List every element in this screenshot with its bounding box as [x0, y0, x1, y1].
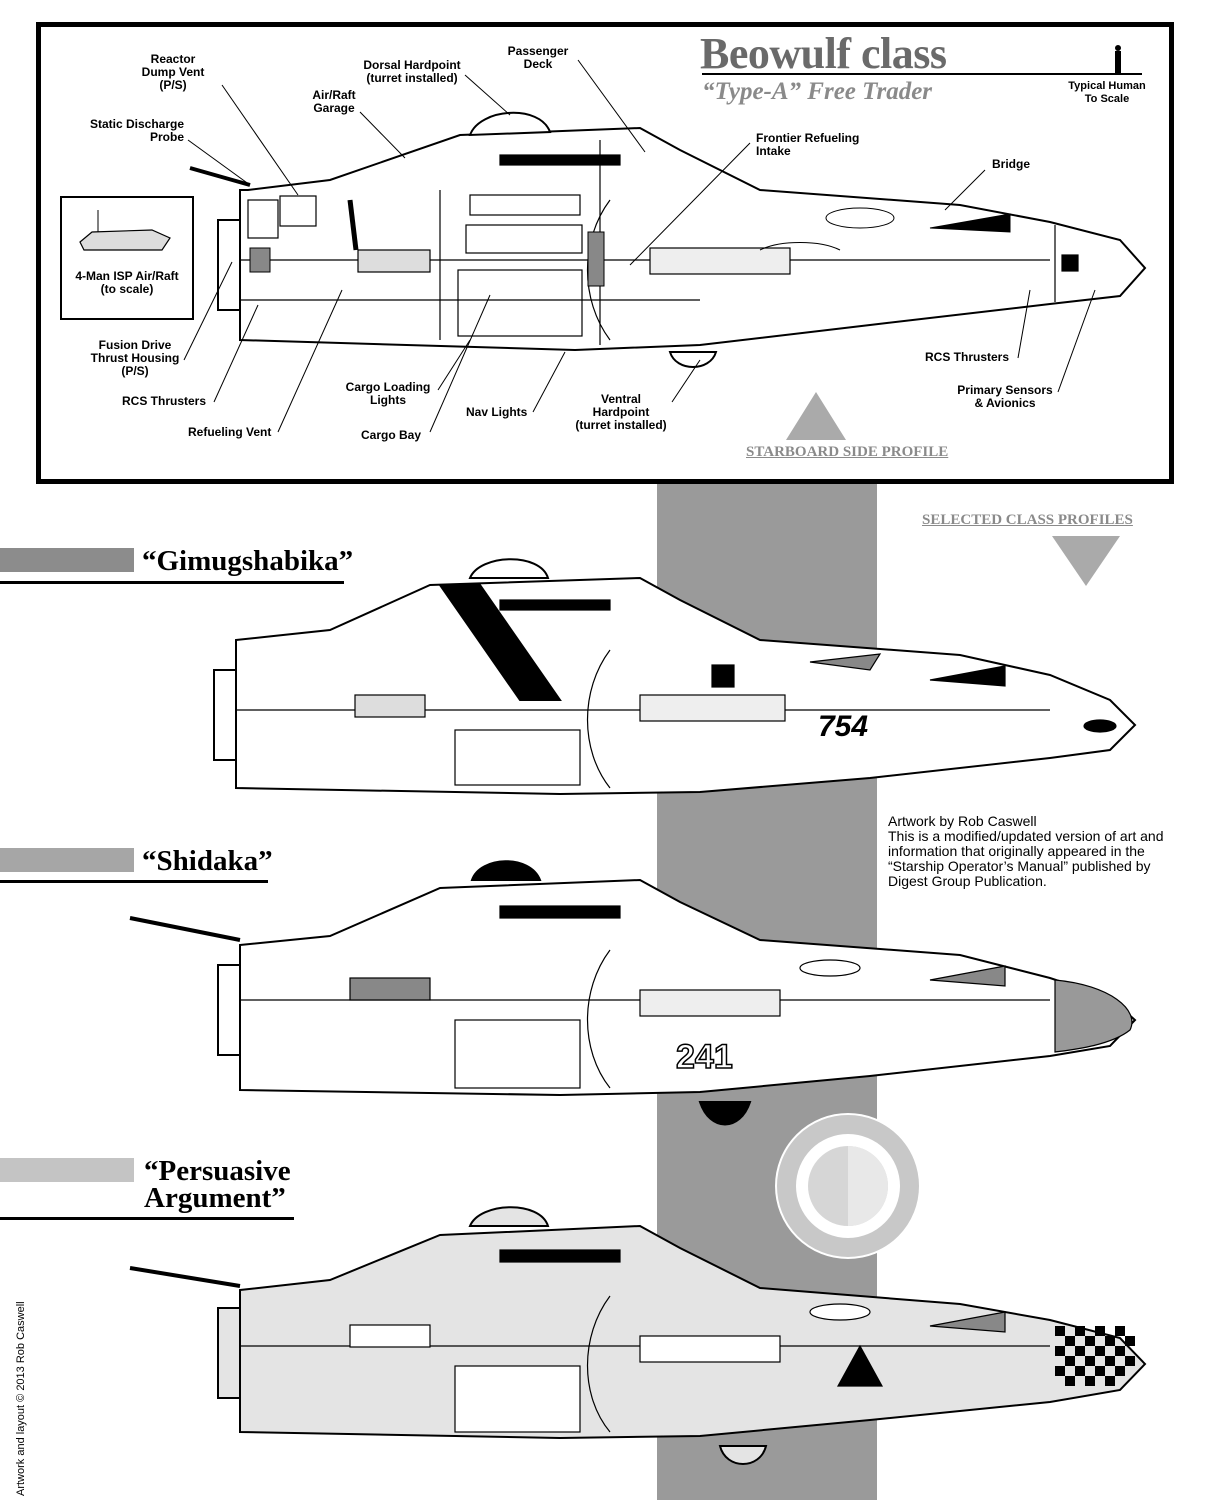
air-raft-inset: 4-Man ISP Air/Raft (to scale)	[60, 196, 194, 320]
selected-profiles-heading: SELECTED CLASS PROFILES	[922, 512, 1133, 528]
sun-emblem-icon	[775, 1113, 921, 1259]
callout-cargo-loading-lights: Cargo Loading Lights	[345, 380, 431, 407]
main-ship-diagram	[183, 45, 1147, 440]
hull-marking-gimugshabika: 754	[818, 710, 868, 743]
callout-nav-lights: Nav Lights	[466, 405, 528, 419]
callout-air-raft-garage: Air/Raft Garage	[312, 88, 356, 115]
profile-bar-gimugshabika	[0, 548, 134, 572]
callout-ventral-hardpoint: Ventral Hardpoint (turret installed)	[575, 392, 667, 432]
ship-profile-shidaka: 241	[129, 860, 1137, 1126]
profile-rule-gimugshabika	[0, 581, 344, 584]
profile-bar-persuasive-argument	[0, 1158, 134, 1182]
profile-label: STARBOARD SIDE PROFILE	[746, 444, 949, 460]
ship-profile-persuasive-argument	[129, 1206, 1147, 1465]
down-triangle-icon	[1052, 536, 1120, 586]
air-raft-icon	[79, 210, 171, 251]
callout-frontier-refueling-intake: Frontier Refueling Intake	[756, 131, 860, 158]
callout-fusion-drive: Fusion Drive Thrust Housing (P/S)	[90, 338, 180, 378]
page-subtitle: “Type-A” Free Trader	[702, 78, 933, 105]
callout-bridge: Bridge	[992, 157, 1031, 171]
profile-rule-shidaka	[0, 880, 268, 883]
title-rule	[702, 73, 1142, 75]
callout-cargo-bay: Cargo Bay	[361, 428, 422, 442]
ship-profile-gimugshabika: 754	[213, 558, 1137, 796]
callout-reactor-dump-vent: Reactor Dump Vent (P/S)	[141, 52, 205, 92]
starboard-profile-frame	[36, 22, 1174, 484]
callout-refueling-vent: Refueling Vent	[188, 425, 272, 439]
starboard-triangle-icon	[786, 392, 846, 440]
profile-name-shidaka: “Shidaka”	[142, 845, 273, 877]
profile-bar-shidaka	[0, 848, 134, 872]
callout-rcs-thrusters-fore: RCS Thrusters	[925, 350, 1010, 364]
callout-passenger-deck: Passenger Deck	[507, 44, 569, 71]
callout-primary-sensors: Primary Sensors & Avionics	[957, 383, 1053, 410]
copyright-notice: Artwork and layout © 2013 Rob Caswell	[15, 1301, 27, 1496]
hull-marking-shidaka: 241	[676, 1038, 733, 1076]
air-raft-label: 4-Man ISP Air/Raft (to scale)	[75, 269, 179, 296]
profile-rule-persuasive-argument	[0, 1217, 294, 1220]
callout-dorsal-hardpoint: Dorsal Hardpoint (turret installed)	[363, 58, 461, 85]
callout-static-discharge-probe: Static Discharge Probe	[89, 117, 184, 144]
page-title: Beowulf class	[700, 29, 947, 78]
callout-rcs-thrusters-aft: RCS Thrusters	[122, 394, 207, 408]
artwork-credit: Artwork by Rob Caswell This is a modifie…	[888, 813, 1164, 889]
profile-name-persuasive-argument: “Persuasive Argument”	[144, 1155, 291, 1214]
human-scale-label: Typical Human To Scale	[1068, 80, 1146, 105]
profile-name-gimugshabika: “Gimugshabika”	[142, 545, 354, 577]
